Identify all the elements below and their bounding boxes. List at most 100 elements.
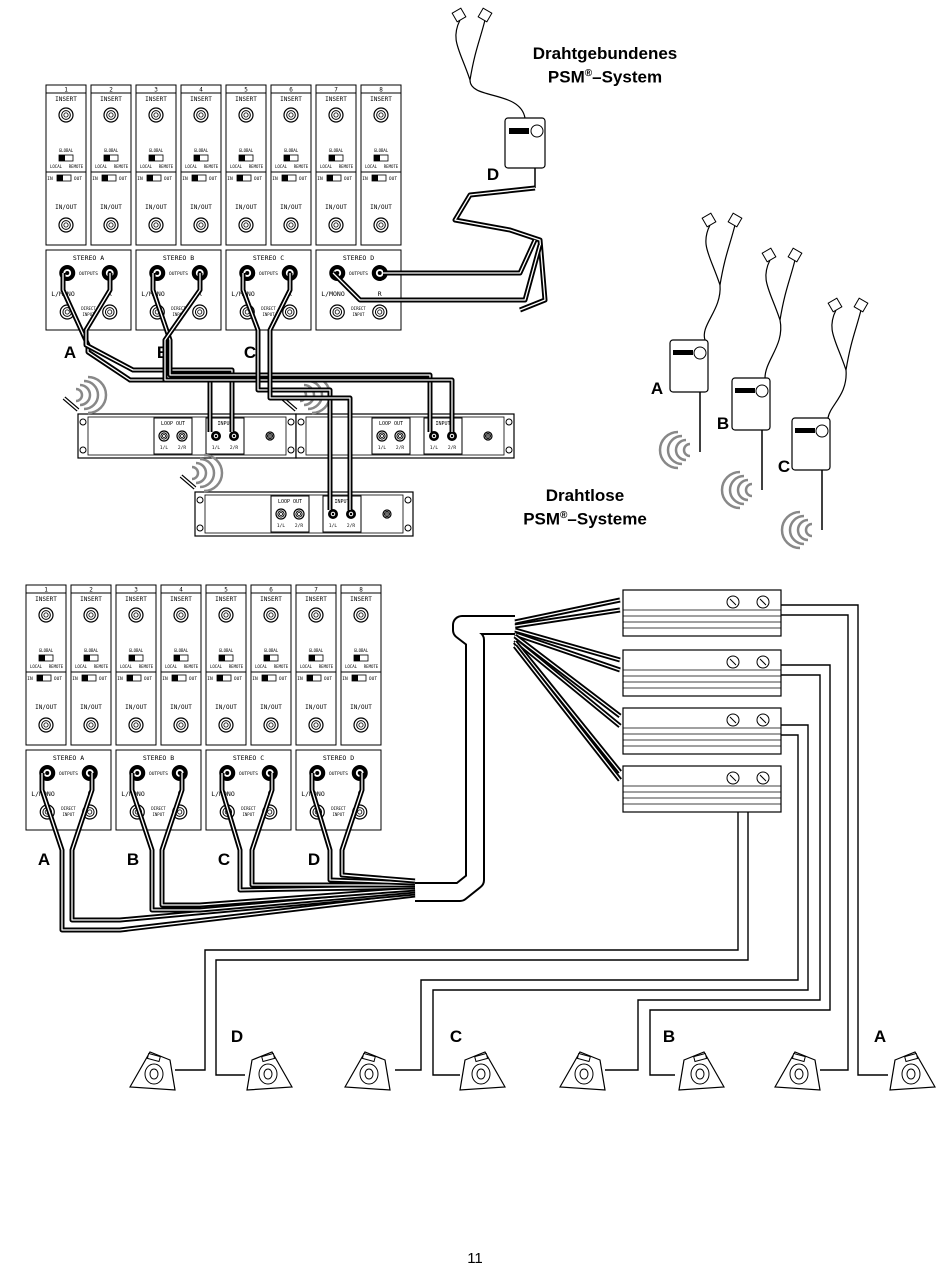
insert-jack <box>218 607 234 623</box>
cable-bottom-b-left <box>129 773 416 913</box>
channel-number: 4 <box>199 87 203 94</box>
in-label: IN <box>162 676 168 682</box>
wired-title-line1: Drahtgebundenes <box>532 44 678 63</box>
antenna-c <box>179 474 197 490</box>
ch2-label: 2/R <box>396 445 404 451</box>
direct-label: DIRECT <box>351 306 366 311</box>
amplifier-c <box>622 707 782 755</box>
insert-jack <box>148 107 164 123</box>
rack-screw <box>196 524 204 532</box>
channel-number: 8 <box>379 87 383 94</box>
remote-label: REMOTE <box>114 164 129 169</box>
rack-screw <box>505 418 513 426</box>
in-label: IN <box>137 176 143 182</box>
direct-label: DIRECT <box>241 806 256 811</box>
letter-b: B <box>663 1027 675 1046</box>
insert-label: INSERT <box>35 596 57 603</box>
letter-c: C <box>778 457 790 476</box>
out-label: OUT <box>389 176 397 182</box>
radio-waves-pack-c <box>780 510 813 550</box>
remote-label: REMOTE <box>384 164 399 169</box>
wired-cord-join-1 <box>470 238 538 276</box>
earphone-cord-a <box>703 284 721 341</box>
in-label: IN <box>47 176 53 182</box>
radio-waves-pack-b <box>720 470 753 510</box>
insert-jack <box>328 107 344 123</box>
insert-jack <box>283 107 299 123</box>
snake-cable-inner <box>415 617 515 900</box>
earphone-cord-d <box>469 79 526 119</box>
direct-label: DIRECT <box>331 806 346 811</box>
wired-title-suffix: –System <box>592 67 663 87</box>
letter-c: C <box>218 850 230 869</box>
inout-jack <box>38 717 54 733</box>
earphones-a <box>701 212 743 286</box>
in-label: IN <box>297 676 303 682</box>
lmono-input-jack <box>329 304 345 320</box>
insert-label: INSERT <box>215 596 237 603</box>
loop-out-jack-1 <box>158 430 170 442</box>
global-label: GLOBAL <box>219 648 234 653</box>
speaker-wire-c-1 <box>432 724 809 1076</box>
speaker-tweeter <box>261 1052 276 1063</box>
wired-title-reg: ® <box>584 68 593 79</box>
inout-jack <box>238 217 254 233</box>
channel-number: 3 <box>134 587 138 594</box>
out-label: OUT <box>344 176 352 182</box>
loop-out-jack-1 <box>376 430 388 442</box>
stereo-label: STEREO C <box>233 754 264 762</box>
inout-label: IN/OUT <box>125 704 147 711</box>
global-label: GLOBAL <box>239 148 254 153</box>
inout-label: IN/OUT <box>305 704 327 711</box>
insert-jack <box>38 607 54 623</box>
ch2-label: 2/R <box>347 523 355 529</box>
ch1-label: 1/L <box>430 445 438 451</box>
rack-screw <box>297 446 305 454</box>
snake-to-amp-d-2 <box>513 644 622 782</box>
insert-jack <box>263 607 279 623</box>
earphone-cord-b <box>764 319 782 379</box>
inout-label: IN/OUT <box>80 704 102 711</box>
direct-label: DIRECT <box>81 306 96 311</box>
power-jack <box>265 431 275 441</box>
input-label: INPUT <box>352 312 365 317</box>
insert-label: INSERT <box>145 96 167 103</box>
monitor-wedge-b-1 <box>559 1051 606 1091</box>
out-label: OUT <box>324 676 332 682</box>
in-label: IN <box>92 176 98 182</box>
wireless-bodypack-b <box>731 377 771 490</box>
speaker-tweeter <box>361 1052 376 1063</box>
insert-jack <box>373 107 389 123</box>
insert-jack <box>238 107 254 123</box>
global-label: GLOBAL <box>194 148 209 153</box>
local-label: LOCAL <box>75 664 88 669</box>
snake-to-amp-b-2 <box>514 631 621 673</box>
channel-number: 2 <box>89 587 93 594</box>
letter-a: A <box>64 343 76 362</box>
rack-screw <box>287 418 295 426</box>
wireless-title-line1: Drahtlose <box>545 486 625 505</box>
ch2-label: 2/R <box>178 445 186 451</box>
stereo-label: STEREO A <box>53 754 84 762</box>
insert-jack <box>103 107 119 123</box>
loop-out-label: LOOP OUT <box>379 421 403 427</box>
rack-screw <box>297 418 305 426</box>
wireless-title-line2: PSM®–Systeme <box>505 506 665 530</box>
global-label: GLOBAL <box>129 648 144 653</box>
local-label: LOCAL <box>50 164 63 169</box>
channel-number: 6 <box>269 587 273 594</box>
input-label: INPUT <box>217 421 232 427</box>
amplifier-a <box>622 589 782 637</box>
global-label: GLOBAL <box>84 648 99 653</box>
local-label: LOCAL <box>300 664 313 669</box>
local-label: LOCAL <box>95 164 108 169</box>
letter-a: A <box>651 379 663 398</box>
